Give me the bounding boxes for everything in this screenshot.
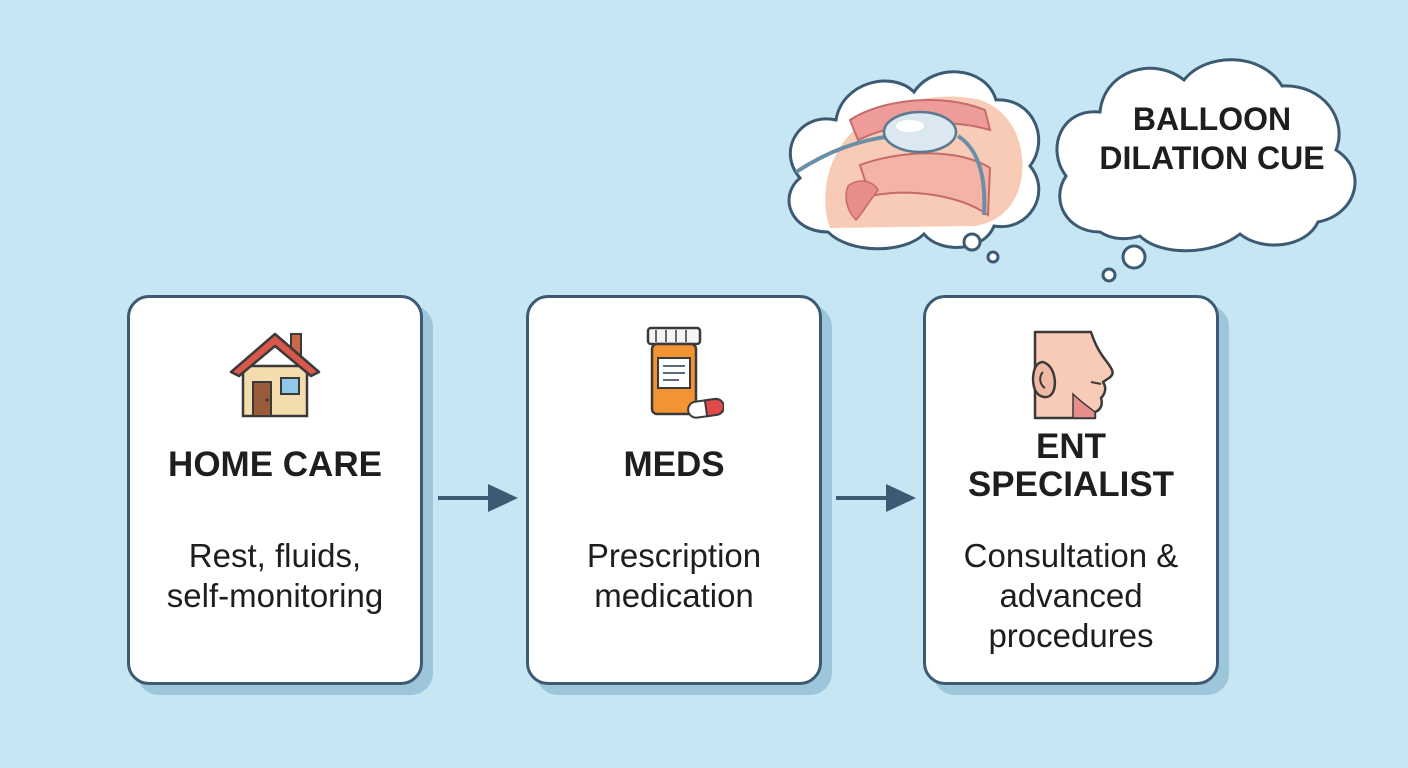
house-icon: [130, 322, 420, 422]
step-description: Consultation & advanced procedures: [963, 537, 1179, 654]
flow-arrow-icon: [836, 484, 916, 512]
thought-dot: [986, 250, 1000, 264]
ent-head-icon: [926, 322, 1216, 422]
step-description: Rest, fluids, self-monitoring: [166, 537, 384, 614]
step-title: MEDS: [623, 445, 725, 484]
nasal-balloon-illustration-icon: [794, 96, 1023, 228]
text-thought-bubble: [1055, 58, 1357, 253]
balloon-dilation-cue-text: BALLOON DILATION CUE: [1099, 101, 1325, 176]
step-card-meds: MEDS Prescription medication: [526, 295, 822, 685]
step-card-home-care: HOME CARE Rest, fluids, self-monitoring: [127, 295, 423, 685]
flow-arrow-icon: [438, 484, 518, 512]
step-card-ent-specialist: ENT SPECIALIST Consultation & advanced p…: [923, 295, 1219, 685]
thought-dot: [962, 232, 982, 252]
thought-dot: [1101, 267, 1117, 283]
step-description: Prescription medication: [586, 537, 762, 614]
pill-bottle-icon: [529, 322, 819, 422]
step-title: ENT SPECIALIST: [967, 427, 1175, 504]
thought-dot: [1121, 244, 1147, 270]
step-title: HOME CARE: [168, 445, 382, 484]
